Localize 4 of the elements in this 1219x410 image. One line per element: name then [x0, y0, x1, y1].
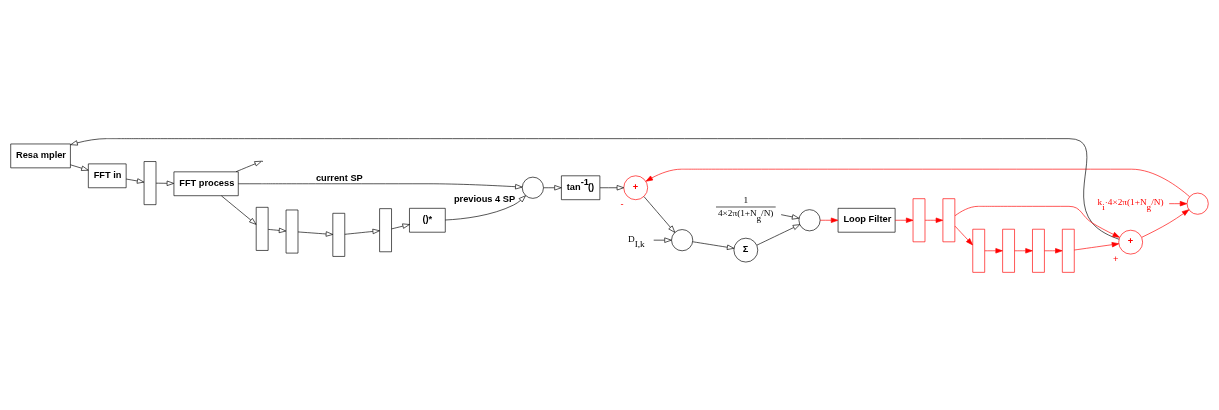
- node-label: +: [1113, 253, 1119, 264]
- node-label: -: [620, 198, 624, 209]
- edge-label: current SP: [315, 172, 363, 183]
- edge-label: previous 4 SP: [453, 193, 516, 204]
